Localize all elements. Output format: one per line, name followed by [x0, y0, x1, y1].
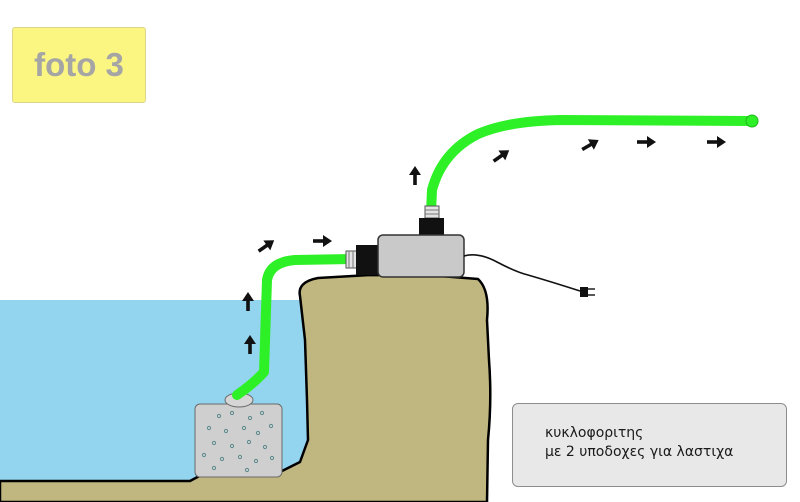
- caption-line-2: με 2 υποδοχες για λαστιχα: [545, 444, 734, 460]
- ground-wall: [0, 273, 492, 502]
- arrow-icon: [242, 292, 254, 311]
- arrow-icon: [313, 235, 332, 247]
- flow-arrows: [242, 136, 726, 354]
- plug-icon: [580, 287, 595, 297]
- inlet-coupling: [345, 250, 358, 269]
- photo-label: foto 3: [12, 27, 146, 103]
- filter-holes: [201, 410, 275, 473]
- circulation-pump: [377, 234, 465, 278]
- discharge-hose-end: [745, 114, 759, 128]
- suction-hose: [232, 254, 357, 400]
- arrow-icon: [409, 166, 421, 185]
- outlet-port: [419, 218, 444, 236]
- arrow-icon: [257, 240, 275, 253]
- arrow-icon: [244, 335, 256, 354]
- arrow-icon: [581, 139, 599, 152]
- power-cable: [463, 254, 581, 292]
- caption-line-1: κυκλοφοριτης: [545, 425, 644, 441]
- inlet-port: [356, 245, 378, 275]
- caption-box: κυκλοφοριτης με 2 υποδοχες για λαστιχα: [512, 403, 787, 487]
- discharge-hose: [426, 115, 757, 217]
- arrow-icon: [637, 136, 656, 148]
- arrow-icon: [492, 150, 510, 163]
- outlet-coupling: [424, 205, 440, 219]
- arrow-icon: [707, 136, 726, 148]
- filter-stone: [194, 403, 283, 478]
